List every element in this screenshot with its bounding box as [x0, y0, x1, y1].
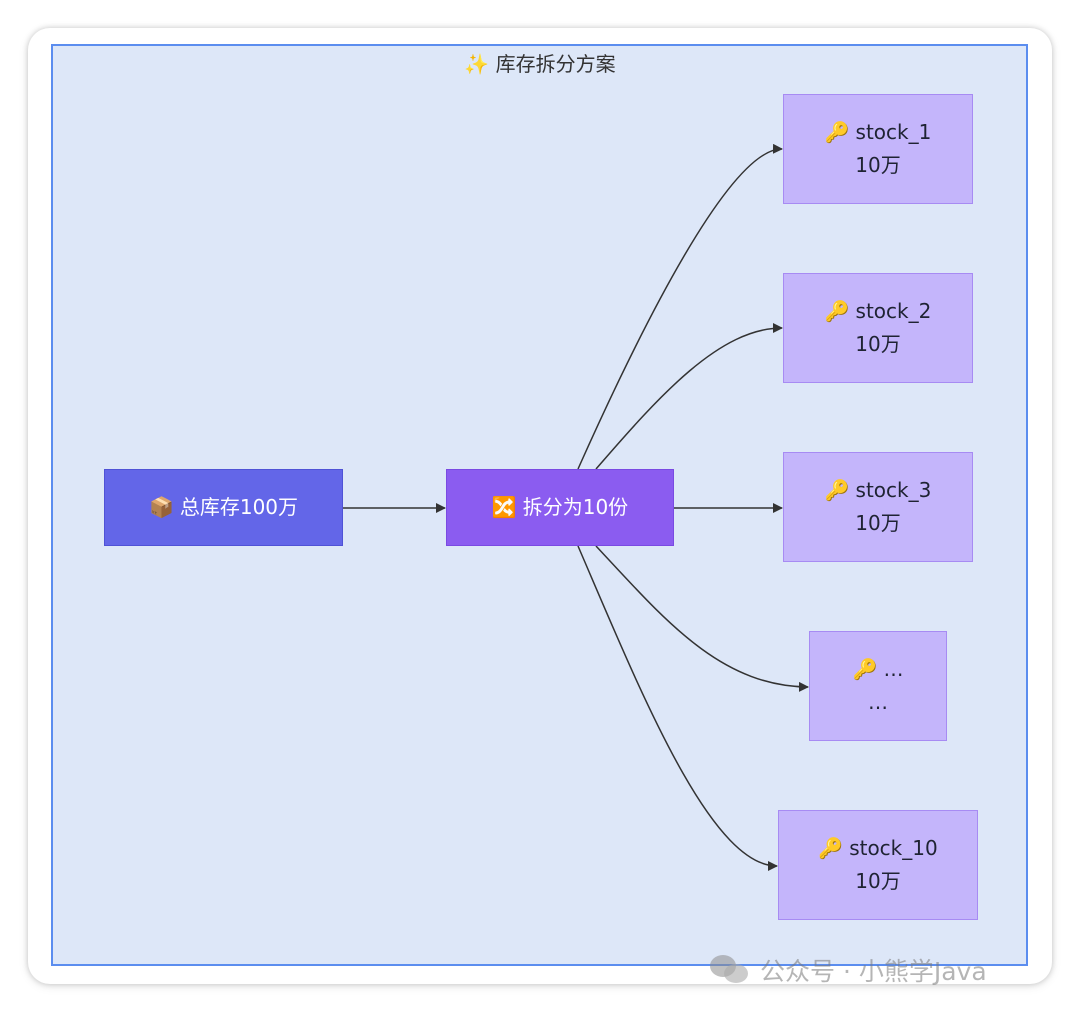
node-stock-10-amount: 10万 — [855, 869, 901, 893]
edge-split-to-stock-2 — [595, 323, 783, 470]
node-stock-10-name-text: stock_10 — [849, 836, 938, 860]
node-stock-1-amount: 10万 — [855, 153, 901, 177]
node-stock-10[interactable]: 🔑stock_10 10万 — [778, 810, 978, 920]
key-icon: 🔑 — [824, 299, 850, 323]
node-split-label: 🔀拆分为10份 — [492, 491, 628, 524]
diagram-title-text: 库存拆分方案 — [495, 52, 616, 76]
node-stock-ellipsis[interactable]: 🔑… … — [809, 631, 947, 741]
package-icon: 📦 — [148, 495, 174, 519]
node-stock-2-name: 🔑stock_2 — [825, 295, 932, 328]
node-stock-3-name: 🔑stock_3 — [825, 474, 932, 507]
node-stock-3[interactable]: 🔑stock_3 10万 — [783, 452, 973, 562]
node-total-stock[interactable]: 📦总库存100万 — [104, 469, 343, 546]
node-stock-1-name: 🔑stock_1 — [825, 116, 932, 149]
edge-split-to-stock-1 — [577, 143, 783, 470]
wechat-icon — [710, 955, 750, 985]
key-icon: 🔑 — [824, 120, 850, 144]
node-stock-2[interactable]: 🔑stock_2 10万 — [783, 273, 973, 383]
node-stock-10-name: 🔑stock_10 — [818, 832, 937, 865]
node-stock-1[interactable]: 🔑stock_1 10万 — [783, 94, 973, 204]
node-stock-3-amount: 10万 — [855, 511, 901, 535]
shuffle-icon: 🔀 — [491, 495, 517, 519]
node-stock-ellipsis-name-text: … — [883, 657, 904, 681]
node-stock-ellipsis-amount: … — [868, 690, 888, 714]
sparkles-icon: ✨ — [464, 52, 490, 76]
node-stock-2-name-text: stock_2 — [855, 299, 932, 323]
node-split-text: 拆分为10份 — [522, 495, 629, 519]
node-stock-ellipsis-name: 🔑… — [853, 653, 904, 686]
diagram-title: ✨ 库存拆分方案 — [0, 48, 1080, 77]
key-icon: 🔑 — [852, 657, 878, 681]
node-total-stock-text: 总库存100万 — [179, 495, 299, 519]
node-stock-3-name-text: stock_3 — [855, 478, 932, 502]
node-stock-1-name-text: stock_1 — [855, 120, 932, 144]
watermark: 公众号 · 小熊学Java — [710, 950, 1050, 990]
edge-split-to-stock-ellipsis — [595, 545, 809, 692]
edge-split-to-stock-10 — [577, 545, 778, 871]
node-total-stock-label: 📦总库存100万 — [149, 491, 298, 524]
key-icon: 🔑 — [824, 478, 850, 502]
node-split[interactable]: 🔀拆分为10份 — [446, 469, 674, 546]
watermark-text: 公众号 · 小熊学Java — [760, 957, 987, 986]
node-stock-2-amount: 10万 — [855, 332, 901, 356]
key-icon: 🔑 — [818, 836, 844, 860]
